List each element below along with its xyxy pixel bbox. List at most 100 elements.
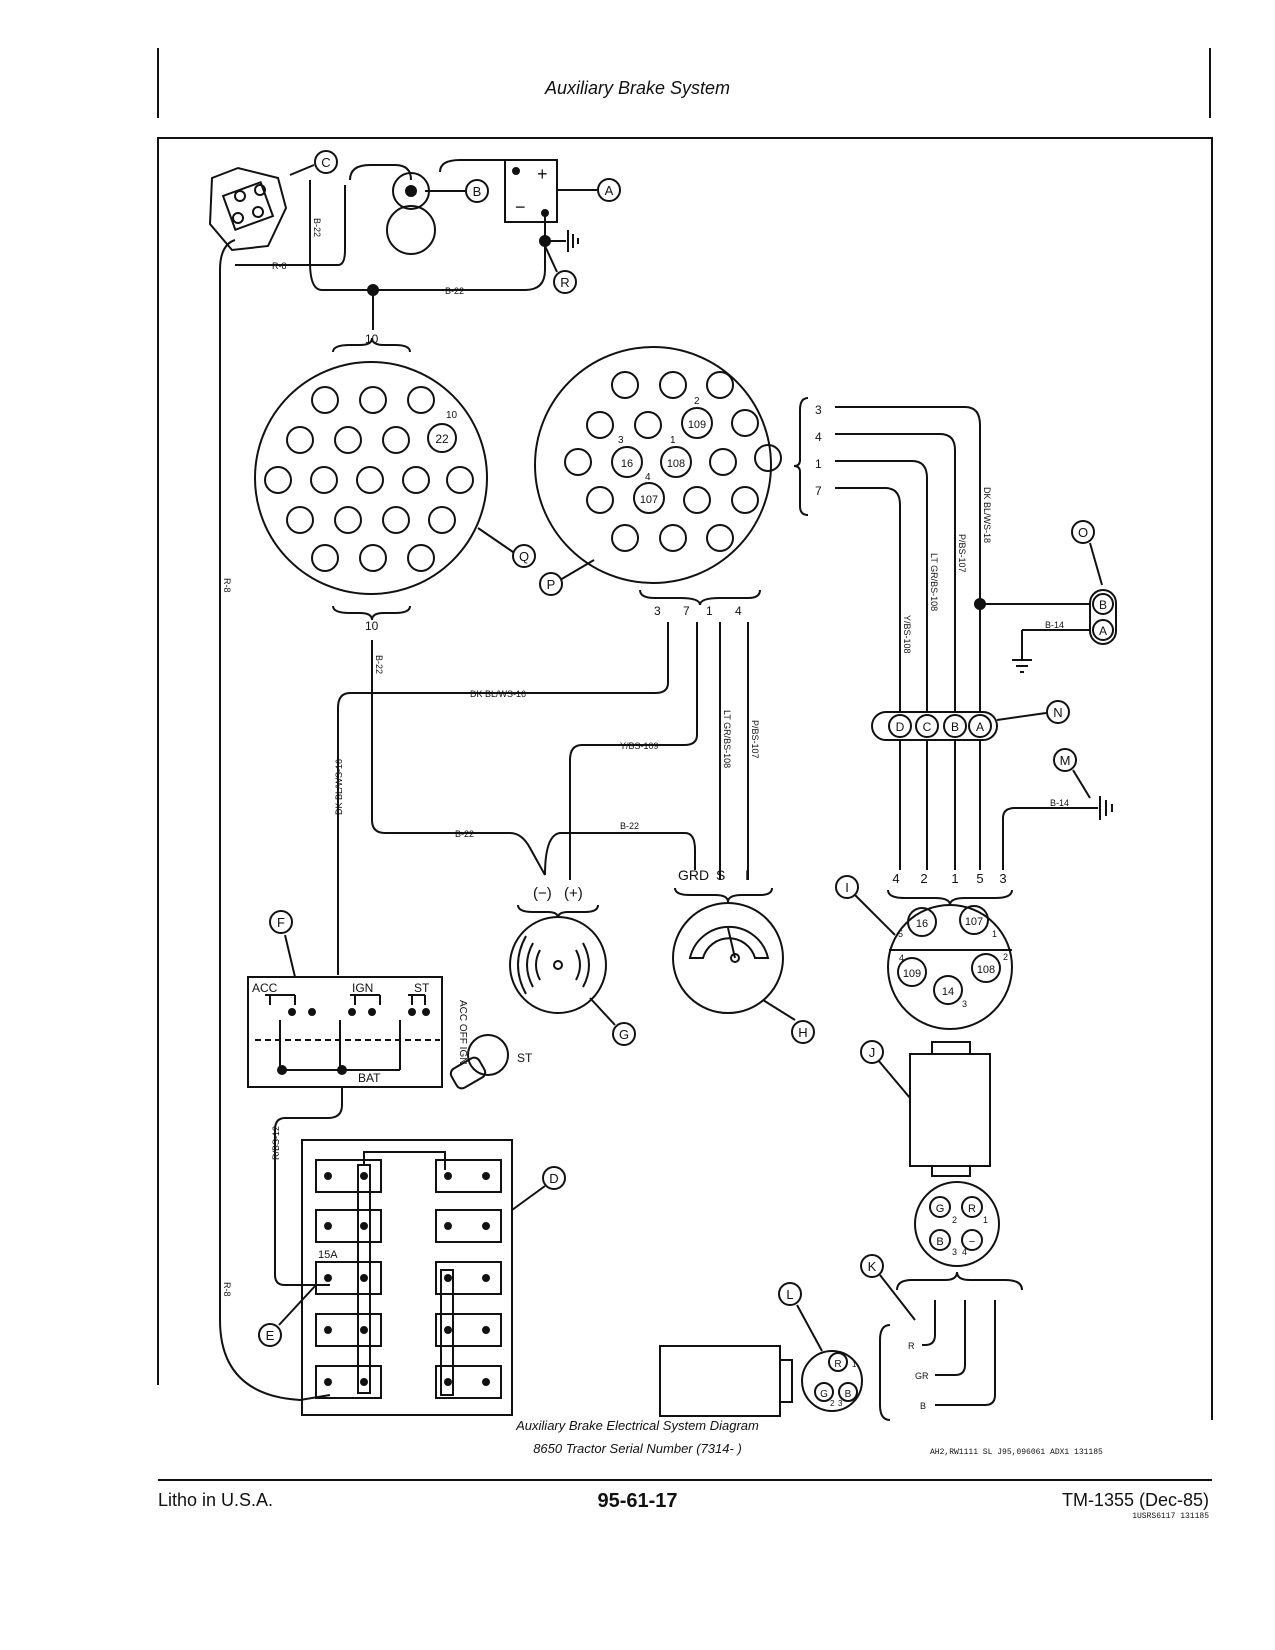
diagram-ref-code: AH2,RW1111 SL J95,096061 ADX1 131185 (930, 1448, 1103, 1457)
component-l-pump (659, 1345, 793, 1417)
callout-c: C (289, 150, 338, 176)
wire-b22-q (371, 640, 546, 876)
i-pin-num-2: 2 (1003, 952, 1008, 962)
p-pin-16: 16 (621, 458, 633, 470)
callout-o: O (1071, 520, 1103, 586)
wire-label-b22-horn: B-22 (455, 829, 474, 839)
callout-q-label: Q (519, 549, 529, 564)
callout-b-label: B (473, 184, 482, 199)
callout-n: N (996, 700, 1070, 724)
wire-label-b22-c: B-22 (312, 218, 322, 237)
k-pin-neg: − (969, 1236, 975, 1248)
p-pin-num-2: 2 (694, 396, 700, 407)
callout-n-label: N (1053, 705, 1062, 720)
callout-e-label: E (266, 1328, 275, 1343)
n-pin-a: A (976, 720, 984, 734)
k-pin-g: G (936, 1203, 945, 1215)
callout-r: R (544, 245, 577, 294)
key-positions: ACC OFF IGN (457, 1000, 468, 1064)
footer-small-code: 1USRS6117 131185 (1132, 1512, 1209, 1521)
k-pin-num-4: 4 (962, 1247, 967, 1257)
battery-plus: + (537, 164, 548, 184)
callout-m-label: M (1060, 753, 1071, 768)
i-top-3: 3 (999, 871, 1006, 886)
callout-p: P (539, 559, 595, 596)
component-g-horn (509, 916, 607, 1014)
wire-label-r: R (908, 1341, 915, 1351)
callout-a-label: A (605, 183, 614, 198)
o-pin-a: A (1099, 624, 1107, 638)
i-top-2: 2 (920, 871, 927, 886)
callout-l-label: L (786, 1287, 793, 1302)
callout-h: H (762, 999, 815, 1044)
i-top-4: 4 (892, 871, 899, 886)
ignition-key-icon: ACC OFF IGN ST (449, 1000, 533, 1090)
connector-p: 109 16 108 107 2 3 1 4 (534, 346, 782, 584)
wire-label-ybs108-r: Y/BS-108 (902, 615, 912, 654)
k-pin-num-1: 1 (983, 1215, 988, 1225)
wire-label-b22-q: B-22 (374, 655, 384, 674)
component-j-solenoid (909, 1041, 991, 1177)
wire-label-pbs107: P/BS-107 (750, 720, 760, 759)
wire-label-b22-top: B-22 (445, 286, 464, 296)
q-pin-label: 22 (435, 432, 449, 446)
l-pin-b: B (845, 1389, 852, 1400)
q-top-count: 10 (365, 332, 379, 346)
i-pin-num-5: 5 (898, 929, 903, 939)
i-pin-109: 109 (903, 968, 921, 980)
wire-starter-top (349, 164, 412, 181)
wire-label-rbs12: R/BS-12 (271, 1126, 281, 1160)
l-pin-num-2: 2 (830, 1399, 835, 1408)
brace-k-left (879, 1324, 891, 1421)
p-bottom-4: 4 (735, 604, 742, 618)
diagram-caption-line1: Auxiliary Brake Electrical System Diagra… (516, 1418, 759, 1433)
k-pin-num-2: 2 (952, 1215, 957, 1225)
footer-litho: Litho in U.S.A. (158, 1490, 274, 1510)
callout-i: I (835, 875, 896, 936)
callout-b: B (425, 179, 489, 203)
wire-label-b14-o: B-14 (1045, 620, 1064, 630)
wire-b14-m (1002, 807, 1098, 870)
wire-batt-plus (439, 159, 505, 173)
brace-gauge (674, 887, 773, 903)
diagram-caption-line2: 8650 Tractor Serial Number (7314- ) (533, 1441, 742, 1456)
key-st: ST (517, 1051, 533, 1065)
callout-l: L (778, 1282, 823, 1352)
wire-r8-top (235, 185, 346, 266)
wire-label-ltgrbs108-r: LT GR/BS-108 (929, 553, 939, 611)
wire-label-r8-mid: R-8 (222, 578, 232, 593)
callout-f-label: F (277, 915, 285, 930)
wire-label-b: B (920, 1401, 926, 1411)
wire-dk-blws18 (835, 406, 981, 870)
callout-d: D (511, 1166, 566, 1211)
callout-e: E (258, 1284, 317, 1347)
wire-label-dk-blws18: DK BL/WS-18 (982, 487, 992, 543)
i-pin-14: 14 (942, 986, 954, 998)
p-side-4: 4 (815, 430, 822, 444)
p-side-1: 1 (815, 457, 822, 471)
callout-a: A (557, 178, 621, 202)
p-pin-109: 109 (688, 419, 706, 431)
l-pin-num-1: 1 (852, 1360, 857, 1369)
component-c-switch (208, 166, 288, 252)
p-side-7: 7 (815, 484, 822, 498)
wire-label-ltgrbs108: LT GR/BS-108 (722, 710, 732, 768)
callout-j-label: J (869, 1045, 876, 1060)
horn-pos: (+) (564, 885, 583, 902)
wire-b22-c2 (309, 261, 323, 291)
switch-st: ST (414, 981, 430, 995)
p-pin-num-1: 1 (670, 435, 676, 446)
callout-g-label: G (619, 1027, 629, 1042)
wire-b22-ground (322, 213, 546, 291)
wire-label-b22-gauge: B-22 (620, 821, 639, 831)
gauge-i: I (745, 867, 749, 883)
p-bottom-1: 1 (706, 604, 713, 618)
k-pin-num-3: 3 (952, 1247, 957, 1257)
component-b-starter (386, 172, 436, 255)
wire-label-dk-blws16-v: DK BL/WS-16 (334, 759, 344, 815)
l-pin-g: G (820, 1389, 828, 1400)
wire-k-r (922, 1300, 936, 1346)
wire-ybs109 (569, 622, 698, 880)
horn-neg: (−) (533, 885, 552, 902)
diagram-frame (157, 137, 1213, 1420)
